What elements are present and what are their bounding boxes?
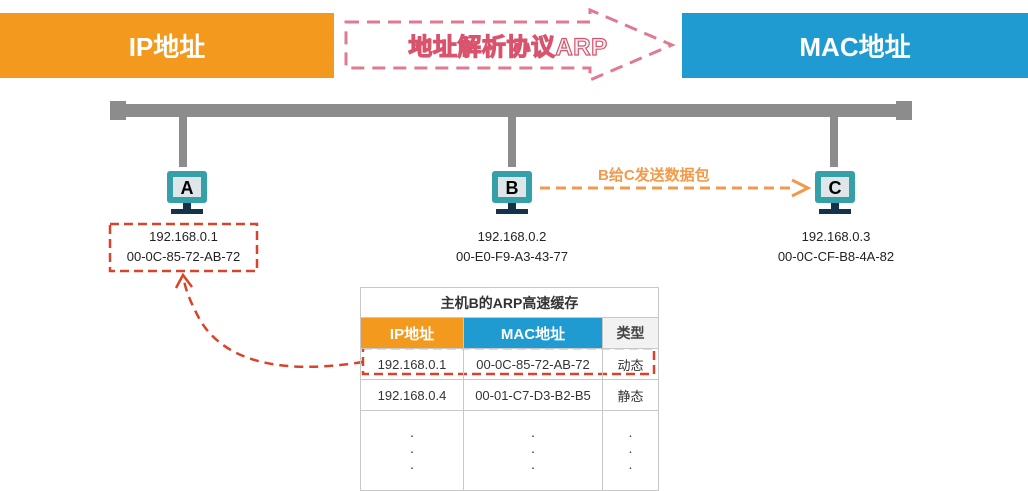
table-ellipsis-row: ··· ··· ···	[360, 410, 659, 491]
computer-b-letter: B	[506, 178, 519, 198]
host-c-info: 192.168.0.3 00-0C-CF-B8-4A-82	[760, 227, 912, 267]
host-a-ip: 192.168.0.1	[149, 229, 218, 244]
ip-address-label: IP地址	[128, 32, 206, 62]
host-a-mac: 00-0C-85-72-AB-72	[126, 249, 241, 264]
arp-cache-table: 主机B的ARP高速缓存 IP地址 MAC地址 类型 192.168.0.1 00…	[360, 287, 659, 491]
row-2-ip: 192.168.0.4	[360, 379, 464, 411]
computer-a-icon: A	[167, 171, 207, 214]
table-row: 192.168.0.4 00-01-C7-D3-B2-B5 静态	[360, 379, 659, 411]
bus-end-right	[896, 101, 912, 120]
mac-address-label: MAC地址	[799, 32, 911, 62]
header-type: 类型	[602, 317, 659, 349]
lookup-curve-arrow-head	[174, 272, 193, 289]
drop-a	[179, 117, 187, 167]
host-b-info: 192.168.0.2 00-E0-F9-A3-43-77	[437, 227, 587, 267]
drop-b	[508, 117, 516, 167]
host-c-mac: 00-0C-CF-B8-4A-82	[777, 249, 895, 264]
arp-arrow-shape	[344, 7, 676, 83]
arp-protocol-label: 地址解析协议ARP	[408, 33, 608, 61]
ellipsis-mac: ···	[463, 410, 603, 491]
computer-a-letter: A	[181, 178, 194, 198]
table-title: 主机B的ARP高速缓存	[360, 287, 659, 318]
send-arrow-head	[791, 178, 812, 198]
host-a-highlight-box	[108, 222, 259, 273]
row-2-type: 静态	[602, 379, 659, 411]
header-ip: IP地址	[360, 317, 464, 349]
computer-c-letter: C	[829, 178, 842, 198]
ip-address-box: IP地址	[0, 13, 334, 78]
header-mac: MAC地址	[463, 317, 603, 349]
host-b-mac: 00-E0-F9-A3-43-77	[456, 249, 568, 264]
network-diagram: A B C	[108, 7, 912, 376]
row-1-mac: 00-0C-85-72-AB-72	[463, 348, 603, 380]
ellipsis-ip: ···	[360, 410, 464, 491]
host-c-ip: 192.168.0.3	[801, 229, 871, 244]
host-a-info: 192.168.0.1 00-0C-85-72-AB-72	[110, 227, 257, 267]
drop-c	[830, 117, 838, 167]
mac-address-box: MAC地址	[682, 13, 1028, 78]
computer-b-icon: B	[492, 171, 532, 214]
send-packet-label: B给C发送数据包	[598, 167, 710, 184]
network-bus	[118, 104, 908, 117]
table-row: 192.168.0.1 00-0C-85-72-AB-72 动态	[360, 348, 659, 380]
lookup-curve-arrow	[182, 279, 364, 369]
table-header-row: IP地址 MAC地址 类型	[360, 317, 659, 349]
row-1-type: 动态	[602, 348, 659, 380]
row-1-ip: 192.168.0.1	[360, 348, 464, 380]
row-2-mac: 00-01-C7-D3-B2-B5	[463, 379, 603, 411]
host-b-ip: 192.168.0.2	[477, 229, 547, 244]
computer-c-icon: C	[815, 171, 855, 214]
ellipsis-type: ···	[602, 410, 659, 491]
table-title-row: 主机B的ARP高速缓存	[360, 287, 659, 318]
bus-end-left	[110, 101, 126, 120]
